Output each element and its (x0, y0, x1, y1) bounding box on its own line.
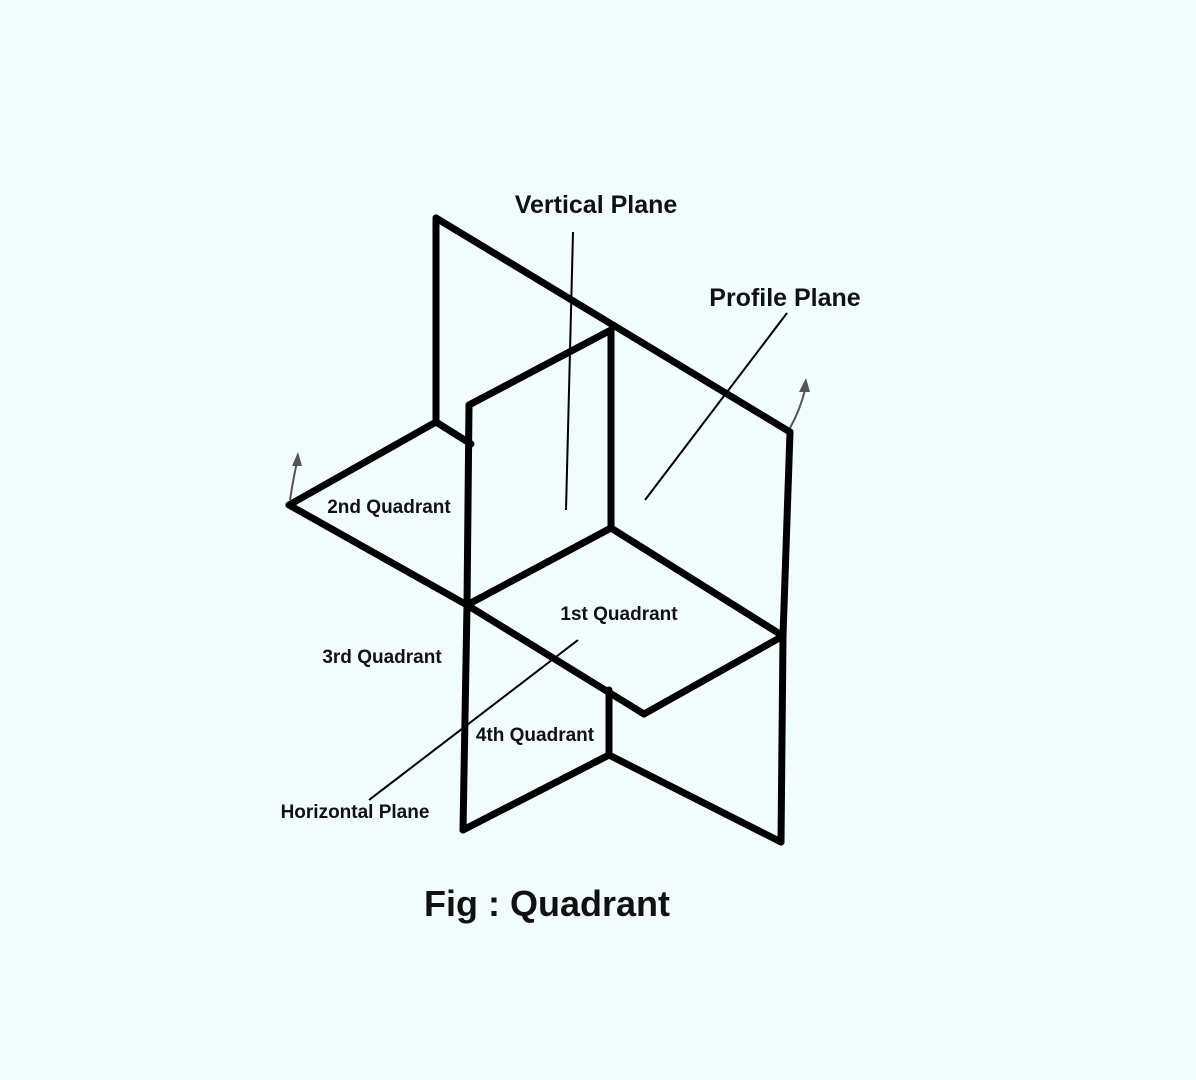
horizontal-plane-label: Horizontal Plane (281, 802, 430, 823)
lower-bottom-right-edge (605, 751, 785, 846)
profile-plane-top-edge (465, 326, 615, 409)
arrow-right-stem (789, 389, 806, 429)
lower-vertical-right-edge (777, 632, 787, 846)
horizontal-plane-leader (368, 639, 579, 801)
vertical-plane (432, 214, 794, 640)
rotation-arrow-left (289, 452, 302, 501)
quadrant-1-label: 1st Quadrant (560, 604, 678, 625)
horizontal-plane-front-right-edge (640, 632, 787, 718)
arrow-up-icon (292, 452, 302, 466)
vertical-plane-label: Vertical Plane (515, 191, 678, 219)
arrow-left-stem (289, 461, 298, 501)
horizontal-plane-left-edge (285, 501, 471, 609)
quadrant-3-label: 3rd Quadrant (322, 647, 442, 668)
horizontal-plane-right-fold (607, 524, 787, 640)
horizontal-plane-back-edge (285, 418, 440, 509)
profile-plane-label: Profile Plane (709, 284, 861, 312)
quadrant-4-label: 4th Quadrant (476, 725, 595, 746)
vertical-plane-top-edge (432, 214, 794, 436)
vertical-plane-leader (565, 231, 574, 511)
rotation-arrow-right (789, 378, 810, 429)
horizontal-plane-front-left-edge (463, 601, 648, 718)
lower-vertical-left-edge (459, 601, 471, 834)
lower-bottom-left-edge (459, 751, 613, 834)
profile-plane-joint (432, 418, 475, 448)
profile-plane-leader (644, 312, 788, 501)
profile-plane (432, 326, 615, 609)
figure-caption: Fig : Quadrant (424, 883, 670, 924)
profile-plane-left-edge (463, 401, 473, 609)
quadrant-2-label: 2nd Quadrant (327, 497, 451, 518)
horizontal-plane (285, 418, 787, 718)
arrow-up-icon (799, 378, 810, 392)
lower-planes (459, 601, 787, 846)
horizontal-plane-fold-edge (463, 524, 615, 609)
vertical-plane-right-edge (779, 428, 794, 640)
